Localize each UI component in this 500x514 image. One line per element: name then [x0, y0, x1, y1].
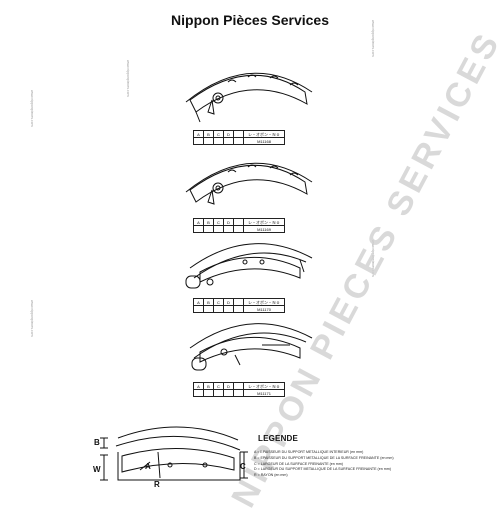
brake-shoe-drawing-4: [189, 323, 313, 371]
spec-table-4: A B C D レ・オボン・Ｎｏ M11171: [193, 382, 285, 397]
ref-number: M11169: [243, 225, 285, 233]
value-d: [223, 305, 234, 313]
header-c: C: [213, 382, 224, 390]
ref-number: M11168: [243, 137, 285, 145]
header-e: [233, 130, 244, 138]
page-title: Nippon Pièces Services: [171, 12, 329, 28]
header-e: [233, 218, 244, 226]
diagram-label-b: B: [94, 438, 100, 447]
spec-table-1: A B C D レ・オボン・Ｎｏ M11168: [193, 130, 285, 145]
ref-number: M11171: [243, 389, 285, 397]
value-c: [213, 225, 224, 233]
legend-title: LEGENDE: [258, 434, 299, 443]
header-d: D: [223, 130, 234, 138]
header-ref: レ・オボン・Ｎｏ: [243, 382, 285, 390]
dimension-diagram: [100, 426, 248, 481]
header-a: A: [193, 130, 204, 138]
header-e: [233, 298, 244, 306]
header-d: D: [223, 218, 234, 226]
header-e: [233, 382, 244, 390]
legend-item: A = EPAISSEUR DU SUPPORT METALLIQUE INTE…: [254, 450, 364, 454]
value-b: [203, 225, 214, 233]
spec-table-3: A B C D レ・オボン・Ｎｏ M11170: [193, 298, 285, 313]
value-a: [193, 225, 204, 233]
diagram-label-c: C: [240, 462, 246, 471]
catalog-page: Nippon Pièces Services www.nipponpieces.…: [30, 12, 500, 514]
header-b: B: [203, 218, 214, 226]
value-e: [233, 225, 244, 233]
value-c: [213, 137, 224, 145]
diagram-label-r: R: [154, 480, 160, 489]
legend-list: A = EPAISSEUR DU SUPPORT METALLIQUE INTE…: [254, 450, 394, 479]
header-b: B: [203, 130, 214, 138]
value-a: [193, 137, 204, 145]
ref-number: M11170: [243, 305, 285, 313]
header-ref: レ・オボン・Ｎｏ: [243, 218, 285, 226]
header-a: A: [193, 298, 204, 306]
header-ref: レ・オボン・Ｎｏ: [243, 130, 285, 138]
value-e: [233, 389, 244, 397]
value-d: [223, 225, 234, 233]
brake-shoe-drawing-1: [185, 72, 313, 123]
value-a: [193, 305, 204, 313]
diagram-label-w: W: [93, 465, 101, 474]
spec-table-2: A B C D レ・オボン・Ｎｏ M11169: [193, 218, 285, 233]
header-b: B: [203, 298, 214, 306]
drawing-layer: [100, 72, 313, 481]
value-e: [233, 305, 244, 313]
value-b: [203, 137, 214, 145]
value-b: [203, 389, 214, 397]
value-d: [223, 137, 234, 145]
value-e: [233, 137, 244, 145]
header-a: A: [193, 382, 204, 390]
diagram-label-a: A: [145, 462, 151, 471]
header-a: A: [193, 218, 204, 226]
legend-item: B = EPAISSEUR DU SUPPORT METALLIQUE DE L…: [254, 455, 394, 460]
value-a: [193, 389, 204, 397]
brake-shoe-drawing-3: [185, 243, 313, 289]
value-d: [223, 389, 234, 397]
value-c: [213, 305, 224, 313]
value-c: [213, 389, 224, 397]
legend-item: R = RAYON (en mm): [254, 473, 288, 478]
header-c: C: [213, 298, 224, 306]
header-d: D: [223, 298, 234, 306]
legend-item: D = LARGEUR DU SUPPORT METALLIQUE DE LA …: [254, 467, 391, 472]
header-ref: レ・オボン・Ｎｏ: [243, 298, 285, 306]
header-c: C: [213, 130, 224, 138]
header-d: D: [223, 382, 234, 390]
brake-shoe-drawing-2: [185, 162, 313, 205]
header-b: B: [203, 382, 214, 390]
header-c: C: [213, 218, 224, 226]
legend-item: C = LARGEUR DE LA SURFACE FREINANTE (en …: [254, 461, 343, 466]
value-b: [203, 305, 214, 313]
